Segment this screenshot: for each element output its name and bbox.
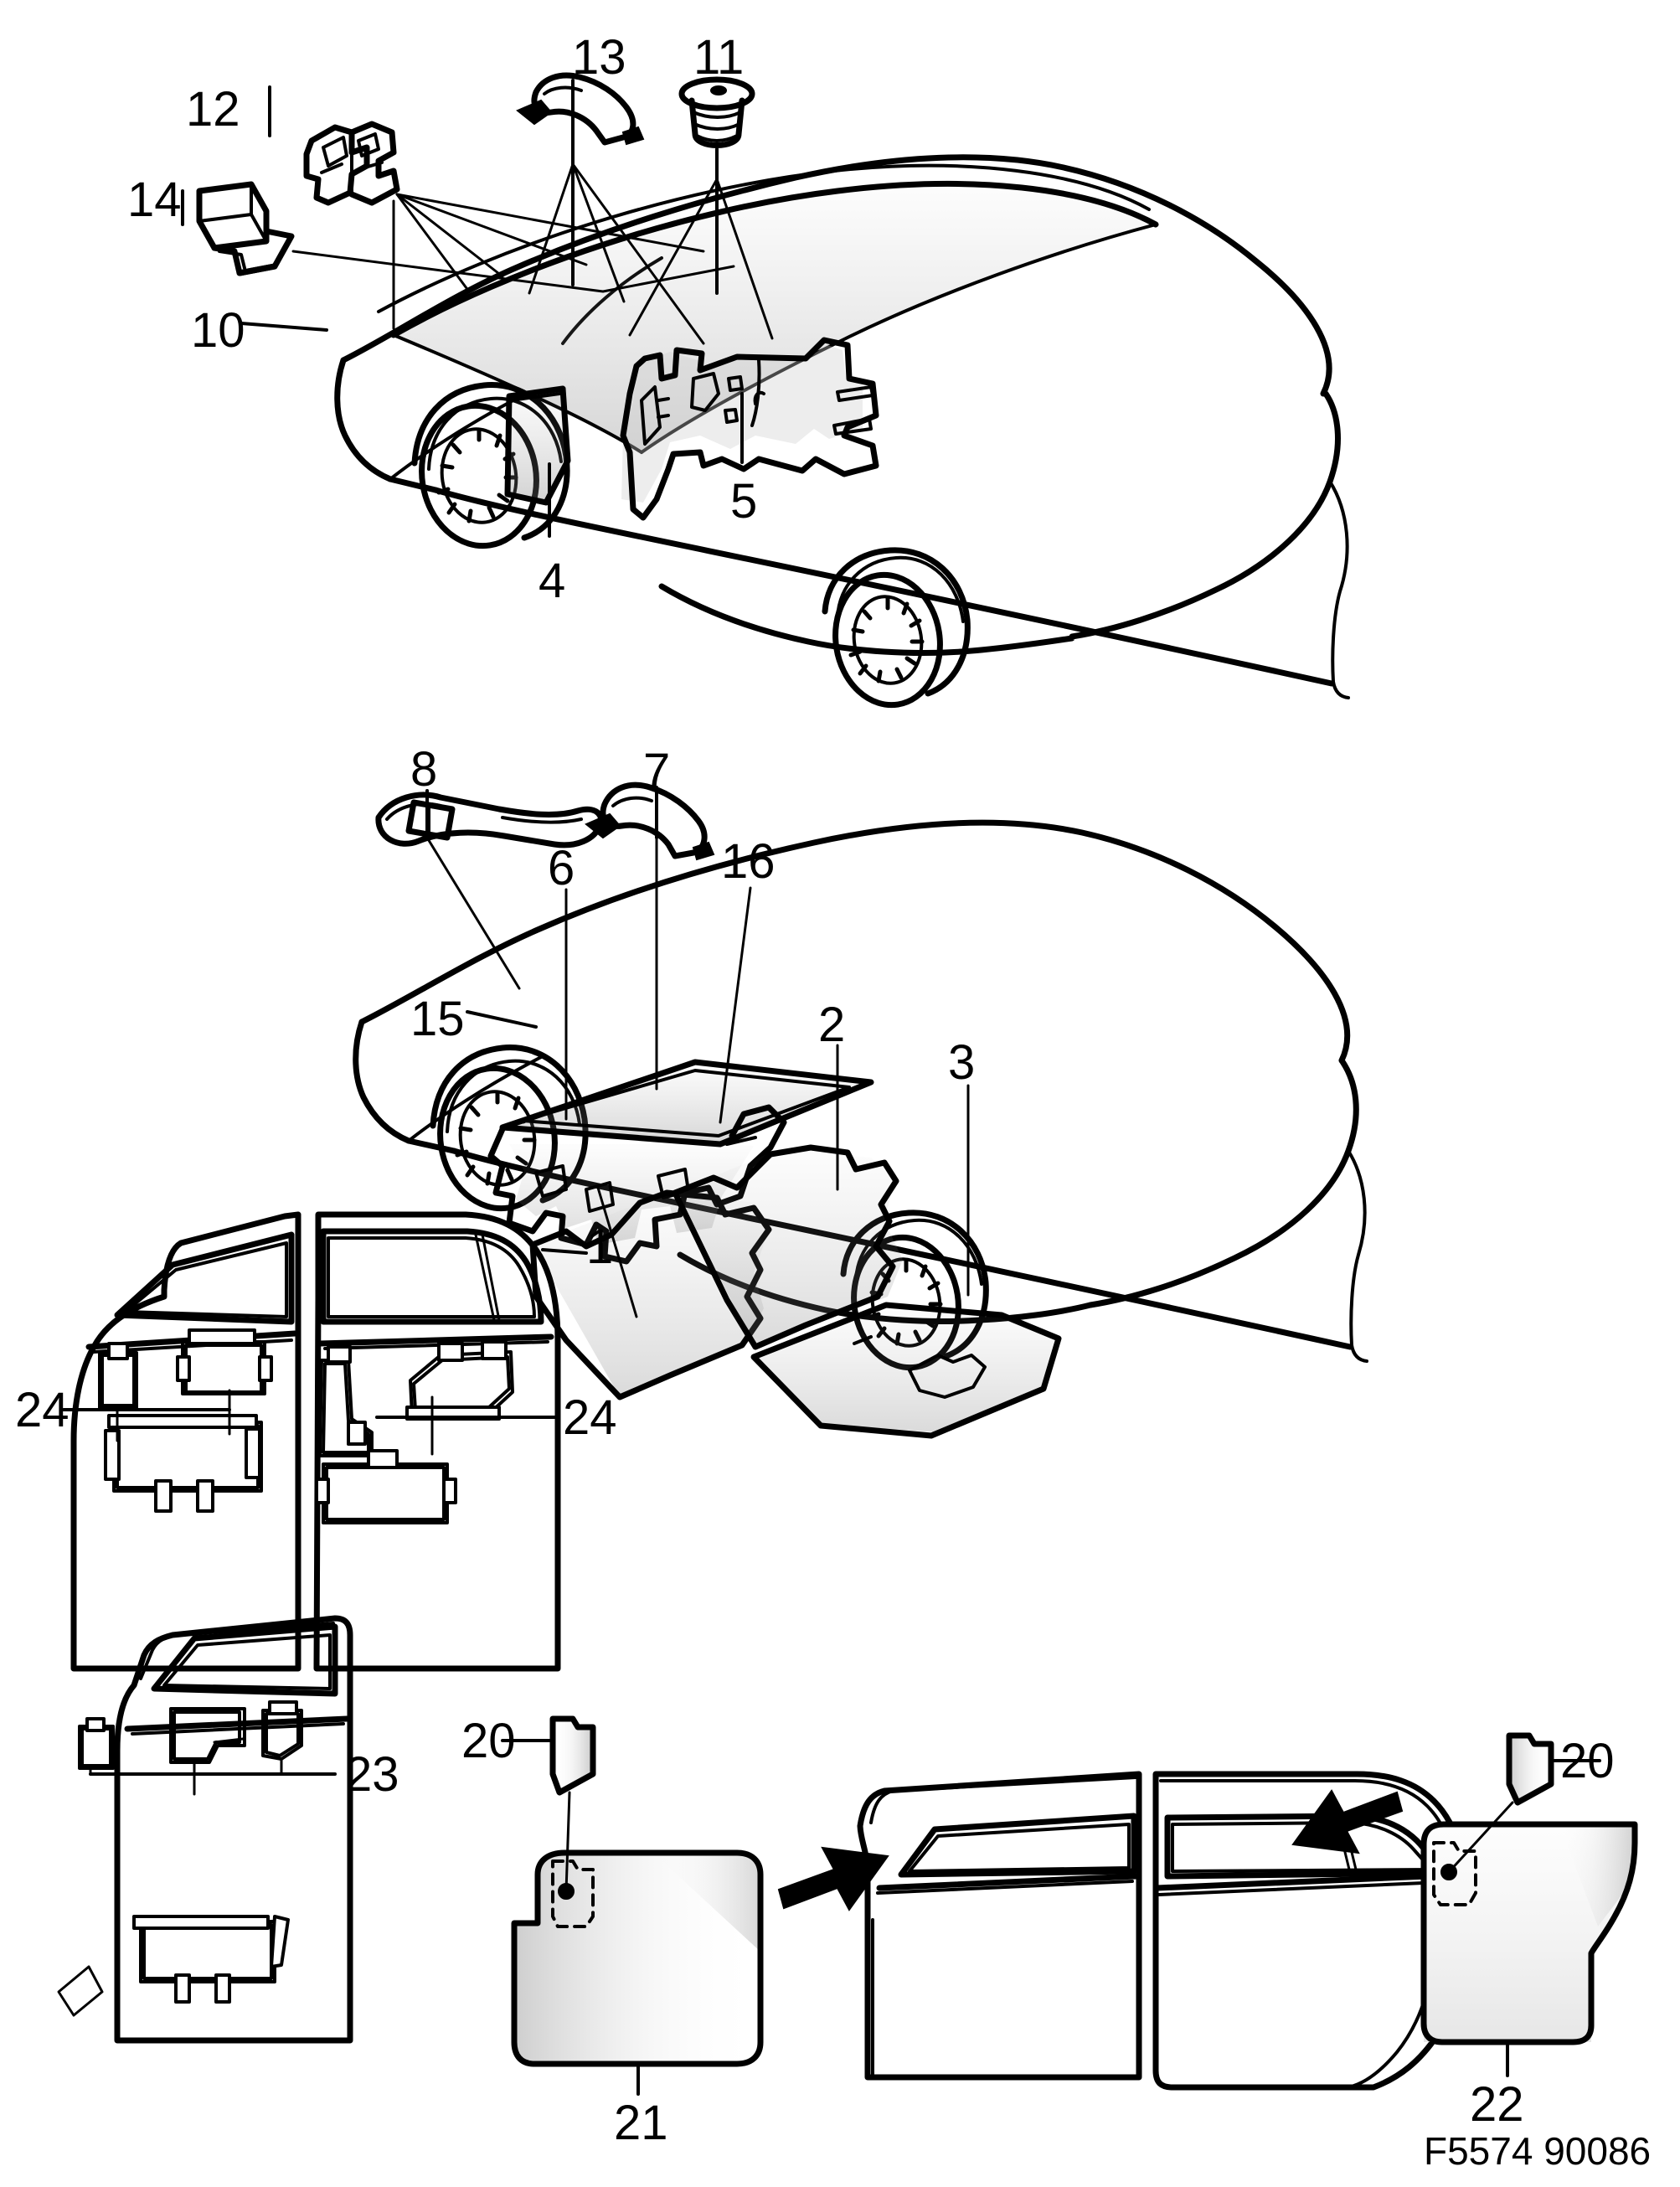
callout-label-23: 23	[345, 1747, 399, 1802]
callout-label-8: 8	[410, 742, 438, 797]
callout-label-5: 5	[730, 474, 758, 529]
front-door-pair-view	[62, 1211, 561, 1672]
front-door-panel-24	[62, 1211, 301, 1672]
grommet-part-20-front	[549, 1715, 596, 1796]
callout-label-16: 16	[721, 834, 776, 889]
callout-label-11: 11	[693, 30, 745, 85]
callout-label-7: 7	[643, 744, 671, 798]
callout-label-20-rear: 20	[1560, 1734, 1615, 1788]
pad-part-14	[196, 181, 295, 276]
assembly-arrow-rear	[1291, 1789, 1404, 1854]
door-pad-upper-mid	[176, 1328, 273, 1395]
clip-part-13	[516, 72, 645, 146]
rear-door-panel-24	[313, 1211, 561, 1672]
front-door-water-shield-21	[511, 1791, 764, 2067]
assembly-arrow-front	[777, 1846, 889, 1911]
callout-label-2: 2	[818, 998, 846, 1052]
rear-door-water-shield-22	[1420, 1801, 1638, 2045]
clip-part-8	[375, 792, 604, 848]
callout-label-20-front: 20	[461, 1714, 516, 1768]
single-door-pad-right	[261, 1700, 303, 1761]
upper-car-view	[181, 72, 1350, 709]
callout-label-22: 22	[1470, 2077, 1524, 2132]
floor-carpet-2	[672, 1144, 903, 1350]
callout-label-12: 12	[186, 82, 240, 137]
middle-car-view	[353, 781, 1368, 1439]
callout-label-4: 4	[539, 554, 566, 608]
single-door-view	[57, 1615, 353, 2044]
bonnet-insulation-mat-10	[377, 163, 1159, 454]
diagram-reference-code: F5574 90086	[1424, 2129, 1652, 2173]
front-door-pad-view	[501, 1715, 889, 2096]
screw-part-11	[678, 76, 755, 169]
leader-lines-middle	[425, 786, 970, 1318]
grommet-part-20-rear	[1506, 1732, 1554, 1806]
callout-label-3: 3	[948, 1035, 976, 1090]
wheel-arch-liner-4	[504, 385, 571, 506]
callout-label-13: 13	[572, 30, 626, 85]
callout-label-24-front: 24	[15, 1383, 70, 1437]
door-pad-lower-large	[104, 1414, 263, 1513]
single-door-pad-left	[78, 1717, 115, 1770]
single-door-pad-mid	[169, 1707, 246, 1764]
tunnel-insulation-6	[499, 1059, 874, 1148]
callout-label-21: 21	[614, 2096, 668, 2150]
callout-label-24-rear: 24	[563, 1390, 617, 1445]
rear-door-pad-left-vertical	[318, 1345, 374, 1457]
door-pad-small-left	[98, 1342, 138, 1410]
callout-label-10: 10	[191, 303, 245, 358]
single-door-pad-lower	[132, 1915, 290, 2004]
callout-label-15: 15	[410, 992, 465, 1046]
rear-door-pad-upper-right	[405, 1340, 514, 1421]
rear-door-pad-lower	[315, 1449, 457, 1524]
leader-lines-upper	[181, 79, 774, 538]
floor-carpet-3-luggage-mat	[750, 1302, 1062, 1439]
callout-label-1: 1	[586, 1220, 614, 1274]
callout-label-14: 14	[127, 173, 182, 227]
clip-part-12	[303, 121, 400, 206]
rear-door-pad-view	[1291, 1732, 1638, 2077]
callout-label-6: 6	[548, 841, 575, 895]
clip-part-7	[585, 781, 715, 861]
